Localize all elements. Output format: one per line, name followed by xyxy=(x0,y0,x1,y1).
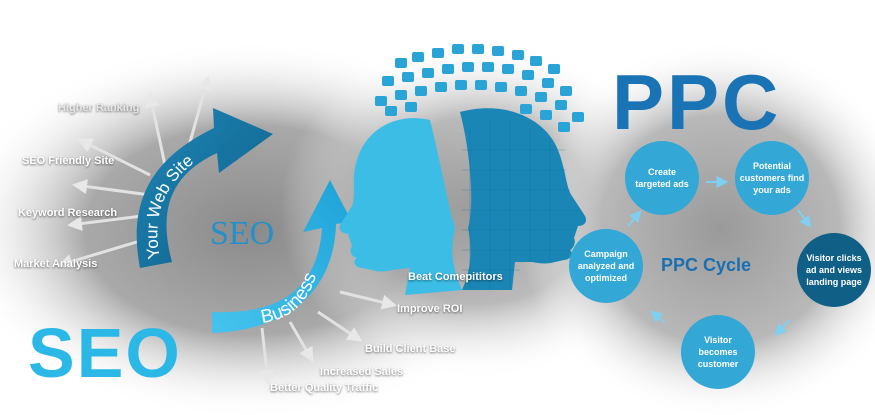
head-light xyxy=(339,118,462,295)
spoke-5 xyxy=(67,213,151,231)
head-dark xyxy=(460,108,587,290)
cycle-arrow-4 xyxy=(650,310,665,323)
label-better-quality-traffic: Better Quality Traffic xyxy=(270,382,379,394)
label-build-client-base: Build Client Base xyxy=(365,343,456,355)
cycle-arrow-3 xyxy=(774,319,791,336)
ppc-cycle-arrows xyxy=(627,176,812,336)
cycle-step-visitor-becomes-text: Visitor becomes customer xyxy=(697,335,739,369)
cycle-step-campaign-text: Campaign analyzed and optimized xyxy=(577,249,635,283)
ppc-cycle-circles xyxy=(569,141,871,389)
cycle-arrow-5 xyxy=(627,210,642,227)
label-beat-competitors: Beat Comepititors xyxy=(408,271,503,283)
cycle-step-visitor-clicks-text: Visitor clicks ad and views landing page xyxy=(805,253,863,287)
cycle-circle-potential xyxy=(735,141,809,215)
spoke-11 xyxy=(259,327,275,385)
puzzle-pieces xyxy=(375,44,584,132)
cycle-step-potential-customers-text: Potential customers find your ads xyxy=(739,161,805,195)
cycle-circle-visitor-becomes xyxy=(681,315,755,389)
label-increased-sales: Increased Sales xyxy=(320,366,404,378)
cycle-circle-campaign xyxy=(569,229,643,303)
spoke-8 xyxy=(339,290,397,310)
spoke-4 xyxy=(72,179,151,197)
spoke-10 xyxy=(288,321,314,363)
seo-mid-label: SEO xyxy=(210,215,275,252)
puzzle-grid xyxy=(462,120,580,290)
grey-glow-right xyxy=(520,40,875,415)
ppc-cycle-label: PPC Cycle xyxy=(661,255,752,275)
label-market-analysis: Market Analysis xyxy=(14,258,98,270)
ppc-title: PPC xyxy=(612,58,782,146)
cycle-circle-visitor-clicks xyxy=(797,233,871,307)
web-site-arrow xyxy=(136,108,273,268)
cycle-step-visitor-becomes: Visitor becomes customer xyxy=(688,330,748,374)
label-seo-friendly-site: SEO Friendly Site xyxy=(22,155,115,167)
spoke-2 xyxy=(145,92,167,166)
label-keyword-research: Keyword Research xyxy=(18,207,118,219)
cycle-circle-create xyxy=(625,141,699,215)
label-higher-ranking: Higher Ranking xyxy=(58,102,140,114)
puzzle-heads xyxy=(339,44,587,295)
spoke-9 xyxy=(317,310,363,342)
business-arrow xyxy=(212,180,352,333)
label-improve-roi: Improve ROI xyxy=(397,303,463,315)
cycle-step-potential-customers: Potential customers find your ads xyxy=(738,152,806,204)
seo-big-label: SEO xyxy=(28,314,182,392)
cycle-step-visitor-clicks: Visitor clicks ad and views landing page xyxy=(800,244,868,296)
spoke-3 xyxy=(77,138,151,177)
cycle-arrow-2 xyxy=(797,209,812,228)
cycle-step-campaign: Campaign analyzed and optimized xyxy=(574,240,638,292)
spoke-6 xyxy=(57,236,151,269)
cycle-step-create-ads-text: Create targeted ads xyxy=(635,167,689,189)
cycle-step-create-ads: Create targeted ads xyxy=(630,156,694,200)
